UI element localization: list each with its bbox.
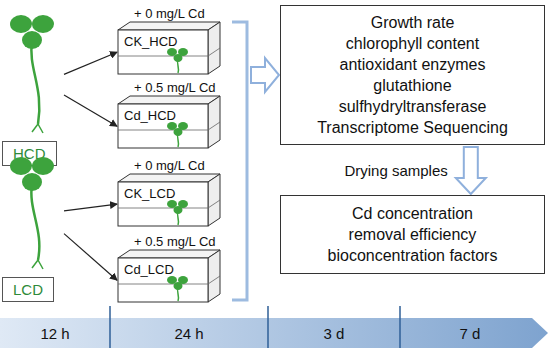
box-line: removal efficiency [349,224,477,245]
plant-root [32,260,43,269]
clover-plant [10,15,54,133]
clover-leaf [174,282,183,290]
tank-top [118,174,220,182]
clover-leaf [32,157,54,175]
time-label: 7 d [460,325,481,342]
edge-label: Drying samples [344,162,447,179]
plant-stem [31,184,39,260]
box-line: bioconcentration factors [328,245,498,266]
box-line: glutathione [373,75,451,96]
hollow-arrow [251,58,279,92]
group-bracket [232,22,247,300]
water-line [208,122,220,130]
tank-side [208,174,220,226]
timeline-band [0,318,548,348]
timeline-tick [399,306,401,348]
arrow-connector [64,95,117,126]
water-line [208,200,220,208]
clover-leaf [22,173,42,191]
treatment-name: CK_LCD [124,186,226,201]
arrow-connector [64,204,117,211]
tank-side [208,22,220,74]
plant-group: LCD [2,150,68,302]
clover-leaf [22,31,42,49]
clover-leaf [10,157,32,175]
clover-leaf [174,54,183,62]
dose-label: + 0.5 mg/L Cd [112,80,226,96]
clover-leaf [174,206,183,214]
water-line [118,284,208,285]
plant-stem [31,42,39,124]
box-line: Cd concentration [352,203,473,224]
time-label: 3 d [324,325,345,342]
arrow-connector [64,234,117,281]
clover-leaf [174,128,183,136]
treatment-tank: + 0 mg/L Cd CK_HCD [112,6,226,76]
water-line [118,208,208,209]
dose-label: + 0.5 mg/L Cd [112,234,226,250]
timeline-tick [109,306,111,348]
treatment-tank: + 0.5 mg/L Cd Cd_LCD [112,234,226,304]
timeline-tick [267,306,269,348]
tank-side [208,250,220,302]
dose-label: + 0 mg/L Cd [112,158,226,174]
water-line [118,56,208,57]
arrow-connector [64,52,117,74]
tank-top [118,22,220,30]
water-line [208,276,220,284]
dose-label: + 0 mg/L Cd [112,6,226,22]
treatment-tank: + 0.5 mg/L Cd Cd_HCD [112,80,226,150]
time-label: 12 h [40,325,69,342]
clover-leaf [32,15,54,33]
box-line: antioxidant enzymes [340,54,486,75]
clover-leaf [10,15,32,33]
process-box: Growth ratechlorophyll contentantioxidan… [280,5,545,145]
water-line [208,48,220,56]
treatment-name: Cd_LCD [124,262,226,277]
box-line: Growth rate [371,12,455,33]
clover-plant [10,157,54,269]
plant-root [32,124,43,133]
process-box: Cd concentrationremoval efficiencybiocon… [280,195,545,274]
tank-top [118,250,220,258]
box-line: Transcriptome Sequencing [317,117,508,138]
time-label: 24 h [174,325,203,342]
group-label: LCD [2,277,54,302]
tank-top [118,96,220,104]
treatment-tank: + 0 mg/L Cd CK_LCD [112,158,226,228]
treatment-name: Cd_HCD [124,108,226,123]
box-line: chlorophyll content [346,33,479,54]
plant-group: HCD [2,8,68,166]
treatment-name: CK_HCD [124,34,226,49]
tank-side [208,96,220,148]
hollow-arrow-connector [456,147,486,194]
box-line: sulfhydryltransferase [339,96,487,117]
water-line [118,130,208,131]
